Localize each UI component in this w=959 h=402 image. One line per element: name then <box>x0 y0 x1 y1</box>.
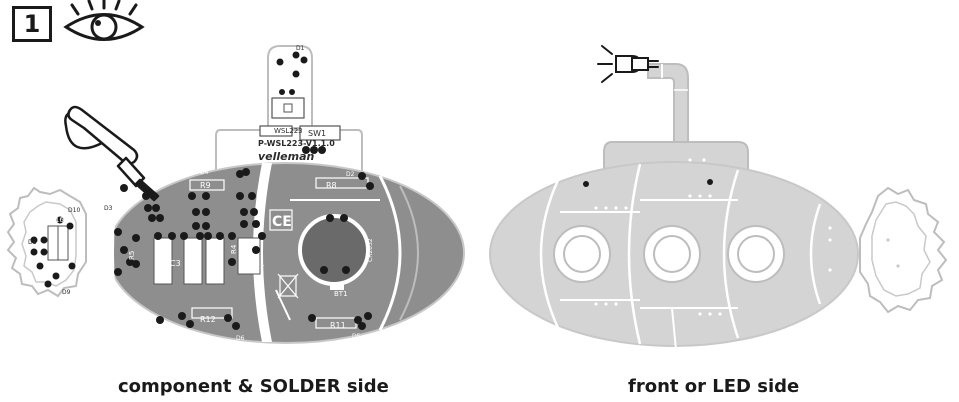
pcb-tail <box>6 186 87 298</box>
pcb-model-small: WSL223 <box>274 127 303 135</box>
pcb-label-d9: D9 <box>62 289 71 296</box>
pcb-label-d10: D10 <box>68 207 80 214</box>
pcb-label-c1: C1 <box>254 259 265 268</box>
pcb-label-r13: R13 <box>104 268 112 282</box>
ce-mark: CE <box>272 214 292 230</box>
pcb-label-r4: R4 <box>230 244 238 254</box>
pcb-label-d3: D3 <box>104 205 113 212</box>
battery-holder <box>298 214 370 286</box>
pcb-label-cr2032: CR2032 <box>367 238 374 262</box>
periscope <box>647 63 689 143</box>
pcb-label-r5: R5 <box>128 251 136 260</box>
pcb-label-c2: C2 <box>212 259 223 268</box>
pcb-label-d8: D8 <box>28 239 37 246</box>
caption-component-solder-side: component & SOLDER side <box>118 376 389 397</box>
pcb-label-c3: C3 <box>170 259 181 268</box>
pcb-label-d4: D4 <box>200 169 209 176</box>
portholes <box>553 225 785 283</box>
pcb-label-d1: D1 <box>296 45 305 52</box>
pcb-label-d6: D6 <box>236 335 245 342</box>
pcb-label-r7: R7 <box>278 73 286 82</box>
led-icon <box>597 45 659 83</box>
pcb-switch-label: SW1 <box>308 129 326 138</box>
pcb-label-r9: R9 <box>200 181 211 190</box>
pcb-label-d2: D2 <box>346 171 355 178</box>
pcb-brand: velleman <box>258 150 315 163</box>
pcb-label-bt1: BT1 <box>334 290 348 298</box>
pcb-label-r10: R10 <box>94 238 102 252</box>
eye-icon <box>63 0 145 41</box>
pcb-solder-side: CE <box>6 45 465 344</box>
step-number-box: 1 <box>12 6 52 42</box>
caption-front-led-side: front or LED side <box>628 376 800 397</box>
pcb-label-d7: D7 <box>122 305 131 312</box>
pcb-led-side <box>489 63 948 351</box>
pcb-label-r16: R16 <box>50 216 64 224</box>
solder-pads <box>30 51 374 330</box>
led-side-tail <box>859 186 948 314</box>
pcb-label-r12: R12 <box>200 315 216 324</box>
step-number: 1 <box>23 10 41 38</box>
pcb-label-r8: R8 <box>326 181 337 190</box>
soldering-iron-icon <box>64 105 160 202</box>
pcb-label-r11: R11 <box>330 321 346 330</box>
pcb-label-d5: D5 <box>352 333 361 340</box>
pcb-model-label: P-WSL223-V1.1.0 <box>258 139 335 148</box>
